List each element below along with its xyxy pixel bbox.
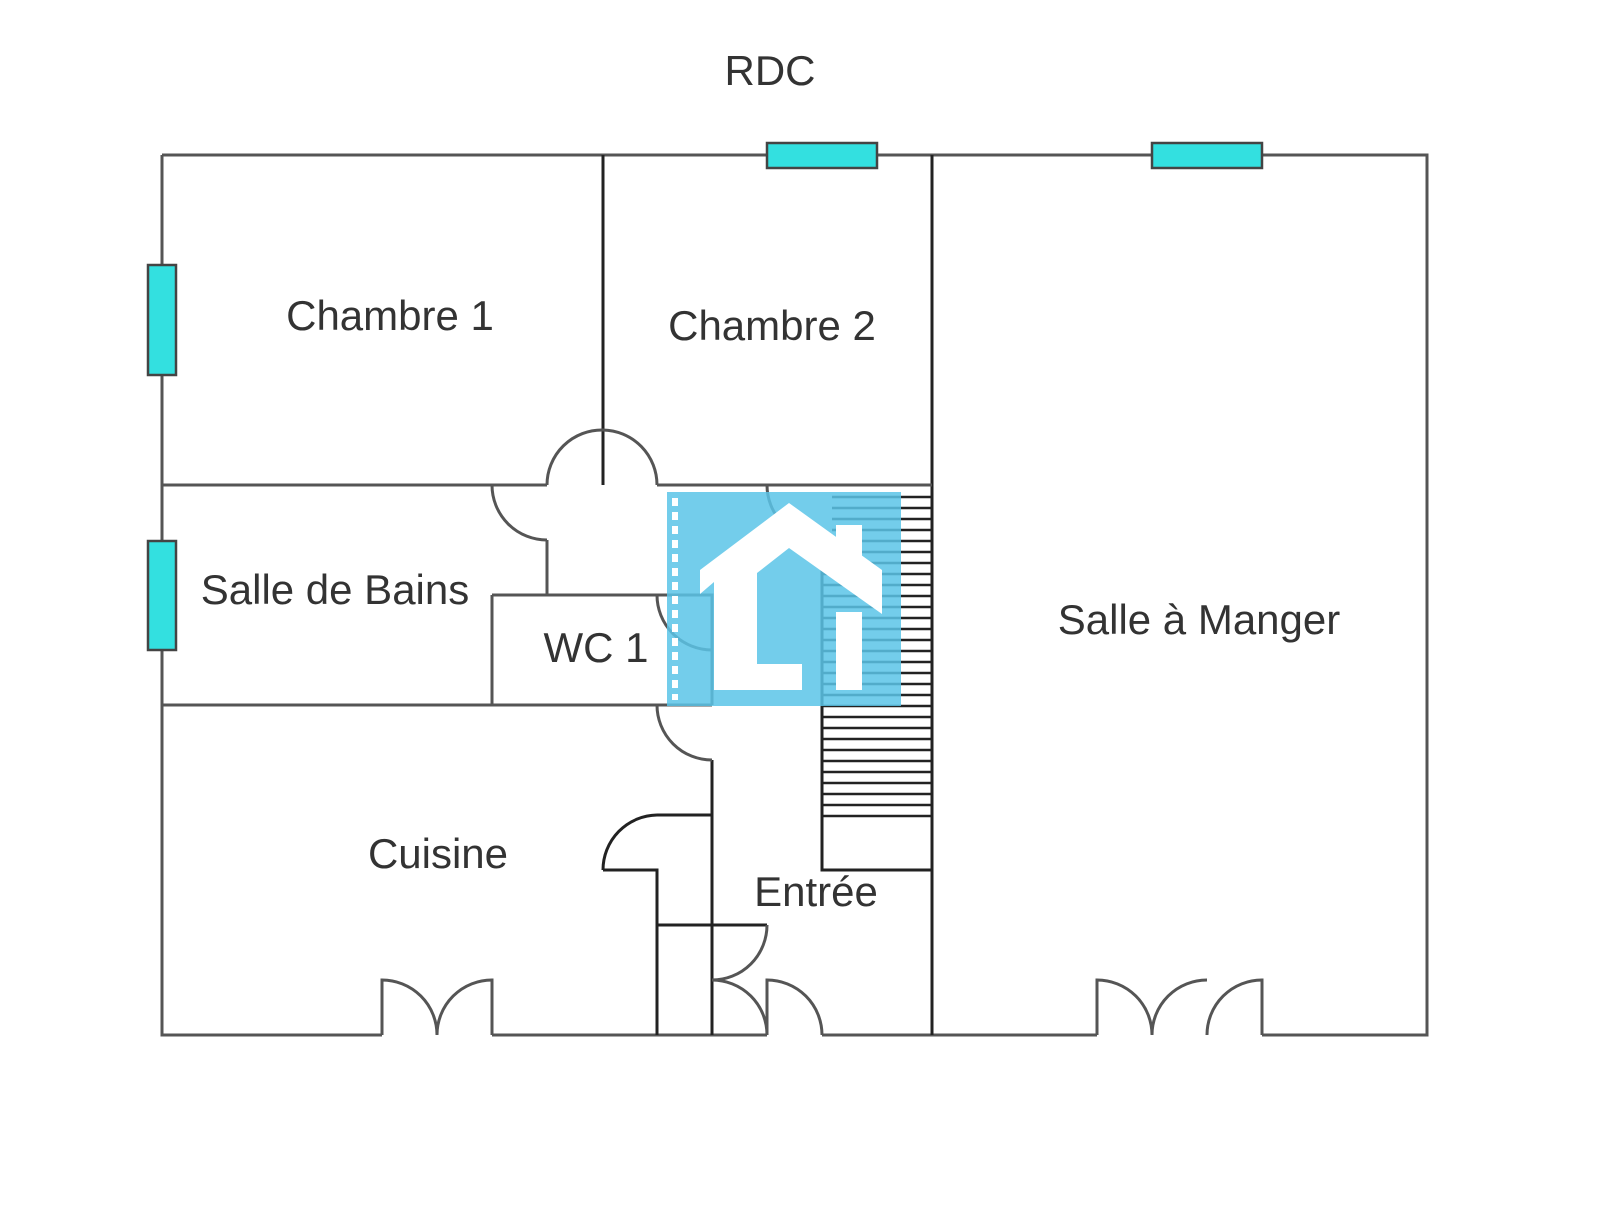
chimney-icon <box>836 525 862 690</box>
label-entree: Entrée <box>754 868 878 915</box>
window-chambre2 <box>765 141 879 170</box>
label-cuisine: Cuisine <box>368 830 508 877</box>
label-wc1: WC 1 <box>544 624 649 671</box>
label-salle-a-manger: Salle à Manger <box>1058 596 1341 643</box>
window-salle-a-manger <box>1150 141 1264 170</box>
label-salle-de-bains: Salle de Bains <box>201 566 470 613</box>
room-labels: Chambre 1 Chambre 2 Salle de Bains WC 1 … <box>201 292 1341 915</box>
window-salle-de-bains <box>146 539 178 652</box>
watermark-logo <box>667 492 901 706</box>
label-chambre2: Chambre 2 <box>668 302 876 349</box>
window-chambre1 <box>146 263 178 377</box>
label-chambre1: Chambre 1 <box>286 292 494 339</box>
floor-title: RDC <box>725 47 816 94</box>
windows <box>146 141 1264 652</box>
